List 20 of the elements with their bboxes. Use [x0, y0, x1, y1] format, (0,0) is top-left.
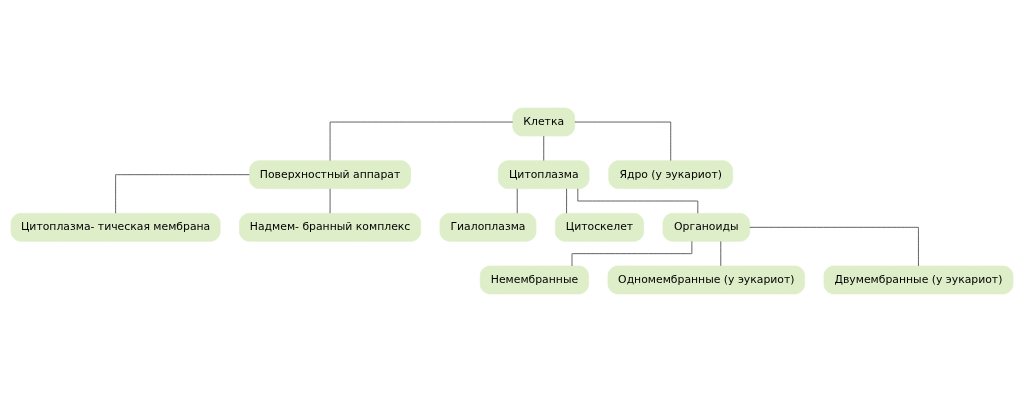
node-box: Цитоскелет [554, 213, 644, 242]
node-box: Немембранные [479, 265, 590, 295]
connector [720, 241, 722, 267]
node-box: Одномембранные (у эукариот) [607, 265, 806, 295]
node-box: Ядро (у эукариот) [608, 160, 734, 189]
node-box: Гиалоплазма [439, 213, 537, 242]
connector [574, 121, 672, 161]
node-box: Поверхностный аппарат [249, 160, 411, 189]
connector [329, 121, 514, 161]
node-box: Цитоплазма [498, 160, 590, 189]
node-box: Цитоплазма- тическая мембрана [10, 213, 221, 242]
connector [543, 135, 545, 161]
connector [749, 226, 919, 267]
connector [566, 188, 567, 214]
connector [115, 174, 250, 214]
node-box: Надмем- бранный комплекс [239, 213, 422, 242]
node-box: Органоиды [662, 213, 751, 242]
node-box: Клетка [512, 107, 576, 137]
node-box: Двумембранные (у эукариот) [823, 265, 1014, 295]
connector [516, 188, 518, 214]
